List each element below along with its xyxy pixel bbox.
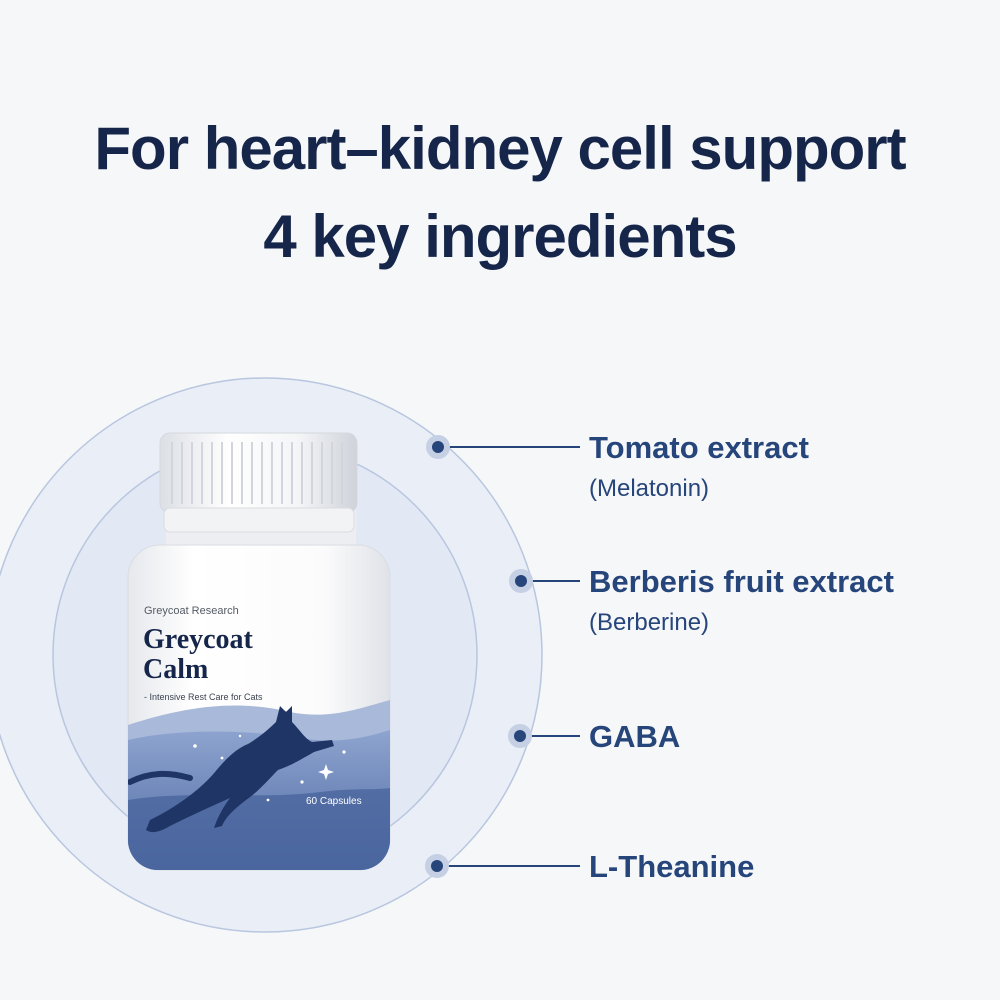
connector-berberis <box>509 569 580 593</box>
ingredient-gaba: GABA <box>589 719 680 755</box>
supplement-bottle: Greycoat Research Greycoat Calm - Intens… <box>127 432 391 871</box>
ingredient-name: GABA <box>589 719 681 754</box>
ingredient-tomato: Tomato extract (Melatonin) <box>589 430 809 504</box>
connector-gaba <box>508 724 580 748</box>
product-name-line-1: Greycoat <box>143 624 254 655</box>
product-name-line-2: Calm <box>143 654 208 685</box>
product-count: 60 Capsules <box>306 796 362 807</box>
product-brand: Greycoat Research <box>144 605 239 617</box>
label-artwork <box>128 700 390 870</box>
ingredient-sub: (Berberine) <box>589 609 710 636</box>
headline-line-1: For heart–kidney cell support <box>94 115 906 182</box>
ingredient-berberis: Berberis fruit extract (Berberine) <box>589 564 894 638</box>
cat-silhouette-icon <box>146 706 334 833</box>
connector-tomato <box>426 435 580 459</box>
connector-theanine <box>425 854 580 878</box>
ingredient-theanine: L-Theanine <box>589 849 754 885</box>
bottle-cap <box>159 432 358 533</box>
headline-line-2: 4 key ingredients <box>263 203 737 270</box>
product-tagline: - Intensive Rest Care for Cats <box>144 692 263 702</box>
ingredient-name: L-Theanine <box>589 849 755 884</box>
ingredient-name: Berberis fruit extract <box>589 564 894 599</box>
ingredient-name: Tomato extract <box>589 430 809 465</box>
ingredient-sub: (Melatonin) <box>589 475 710 502</box>
headline: For heart–kidney cell support 4 key ingr… <box>0 105 1000 281</box>
